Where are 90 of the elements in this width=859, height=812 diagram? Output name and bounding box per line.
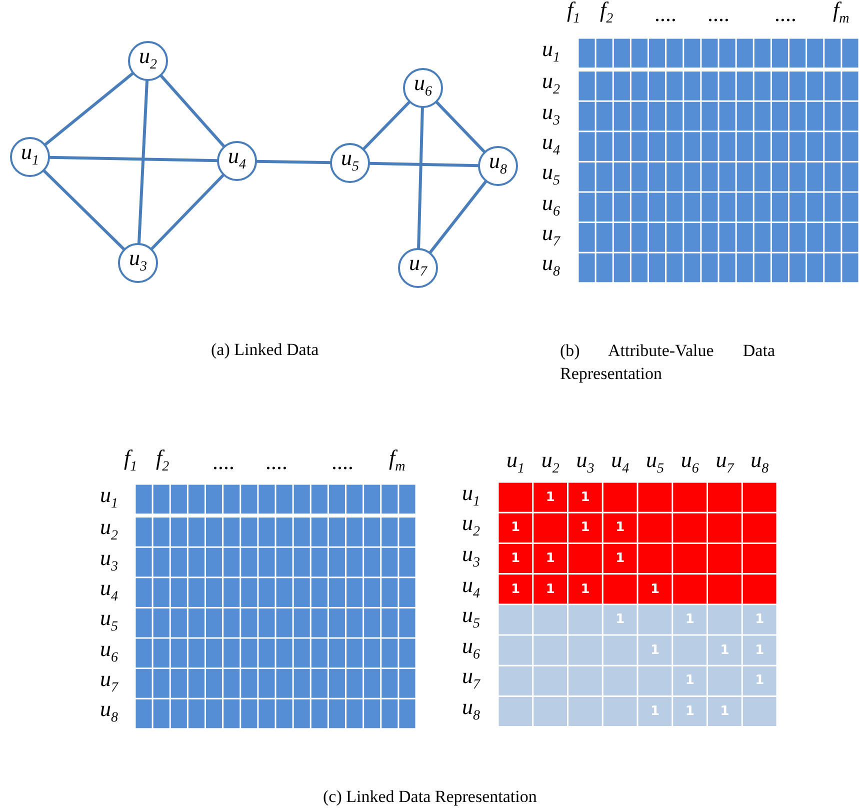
matrix-value: 1 bbox=[546, 551, 555, 566]
edge-line bbox=[435, 100, 486, 154]
row-label: u$_{3}$ bbox=[100, 546, 118, 576]
edge-line bbox=[160, 74, 226, 148]
row-label: u$_{2}$ bbox=[462, 511, 480, 542]
matrix-value: 1 bbox=[616, 612, 625, 628]
row-label: u$_{3}$ bbox=[542, 100, 560, 130]
column-label: f$_{2}$ bbox=[600, 0, 614, 28]
row-label: u$_{8}$ bbox=[100, 697, 118, 728]
ellipsis: .... bbox=[708, 2, 730, 26]
matrix-value: 1 bbox=[685, 704, 694, 719]
edge-line bbox=[256, 160, 332, 164]
subfigure-caption: (b) Attribute-Value Data Representation bbox=[560, 340, 775, 385]
row-label: u$_{3}$ bbox=[462, 542, 480, 572]
row-label: u$_{8}$ bbox=[462, 695, 480, 726]
ellipsis: .... bbox=[213, 450, 235, 474]
column-label: u$_{8}$ bbox=[750, 448, 769, 478]
vertex-circle: u$_{2}$ bbox=[128, 41, 168, 81]
matrix-value: 1 bbox=[650, 642, 660, 658]
matrix-value: 1 bbox=[720, 642, 730, 658]
matrix-value: 1 bbox=[616, 551, 625, 566]
column-label: u$_{7}$ bbox=[716, 448, 734, 478]
row-label: u$_{6}$ bbox=[100, 636, 118, 668]
row-label: u$_{4}$ bbox=[542, 130, 560, 160]
column-label: f$_{1}$ bbox=[124, 446, 138, 476]
matrix-value: 1 bbox=[546, 490, 555, 505]
row-label: u$_{2}$ bbox=[100, 515, 118, 546]
matrix-value: 1 bbox=[510, 520, 520, 536]
matrix-value: 1 bbox=[685, 612, 694, 628]
matrix-value: 1 bbox=[755, 612, 764, 628]
vertex-circle: u$_{8}$ bbox=[478, 146, 518, 186]
ellipsis: .... bbox=[332, 450, 354, 474]
matrix-value: 1 bbox=[580, 582, 590, 597]
row-label: u$_{5}$ bbox=[100, 606, 118, 637]
column-label: u$_{6}$ bbox=[680, 448, 699, 478]
edge-line bbox=[428, 180, 488, 254]
row-label: u$_{5}$ bbox=[462, 603, 480, 634]
matrix-value: 1 bbox=[510, 551, 520, 566]
vertex-circle: u$_{7}$ bbox=[398, 248, 438, 288]
row-label: u$_{4}$ bbox=[462, 572, 480, 603]
edge-line bbox=[44, 72, 134, 146]
edge-line bbox=[48, 156, 218, 162]
row-label: u$_{7}$ bbox=[542, 220, 560, 252]
ellipsis: .... bbox=[775, 2, 797, 26]
ellipsis: .... bbox=[266, 450, 288, 474]
matrix-value: 1 bbox=[510, 582, 520, 597]
vertex-circle: u$_{6}$ bbox=[403, 68, 443, 108]
matrix-value: 1 bbox=[685, 673, 694, 688]
row-label: u$_{1}$ bbox=[462, 480, 480, 512]
row-label: u$_{6}$ bbox=[542, 190, 560, 222]
row-label: u$_{4}$ bbox=[100, 576, 118, 606]
edge-line bbox=[417, 106, 424, 250]
column-label: u$_{3}$ bbox=[576, 448, 594, 478]
vertex-circle: u$_{4}$ bbox=[217, 141, 257, 181]
matrix-value: 1 bbox=[755, 673, 764, 688]
matrix-value: 1 bbox=[616, 520, 625, 536]
column-label: f$_{m}$ bbox=[833, 0, 850, 28]
column-label: f$_{2}$ bbox=[156, 446, 170, 476]
matrix-value: 1 bbox=[546, 582, 555, 597]
column-label: u$_{2}$ bbox=[541, 448, 560, 478]
subfigure-caption: (c) Linked Data Representation bbox=[323, 786, 537, 808]
column-label: f$_{m}$ bbox=[389, 446, 406, 476]
row-label: u$_{6}$ bbox=[462, 634, 480, 664]
matrix-value: 1 bbox=[650, 582, 660, 597]
row-label: u$_{5}$ bbox=[542, 160, 560, 191]
row-label: u$_{1}$ bbox=[100, 482, 118, 514]
edge-line bbox=[137, 80, 149, 244]
column-label: f$_{1}$ bbox=[567, 0, 580, 28]
row-label: u$_{7}$ bbox=[462, 664, 480, 695]
ellipsis: .... bbox=[655, 2, 677, 26]
row-label: u$_{1}$ bbox=[542, 36, 560, 68]
matrix-value: 1 bbox=[580, 520, 590, 536]
column-label: u$_{5}$ bbox=[646, 448, 664, 478]
row-label: u$_{8}$ bbox=[542, 251, 560, 282]
vertex-circle: u$_{3}$ bbox=[118, 243, 158, 283]
edge-line bbox=[42, 169, 126, 251]
edge-line bbox=[368, 162, 480, 168]
column-label: u$_{4}$ bbox=[611, 448, 630, 478]
column-label: u$_{1}$ bbox=[506, 448, 524, 478]
edge-line bbox=[150, 174, 225, 250]
vertex-circle: u$_{5}$ bbox=[330, 143, 370, 183]
edge-line bbox=[362, 100, 411, 150]
subfigure-caption: (a) Linked Data bbox=[211, 338, 319, 360]
row-label: u$_{2}$ bbox=[542, 69, 560, 100]
row-label: u$_{7}$ bbox=[100, 666, 118, 698]
matrix-value: 1 bbox=[720, 704, 730, 719]
matrix-value: 1 bbox=[580, 490, 590, 505]
vertex-circle: u$_{1}$ bbox=[10, 137, 50, 177]
matrix-value: 1 bbox=[650, 704, 660, 719]
matrix-value: 1 bbox=[755, 642, 764, 658]
